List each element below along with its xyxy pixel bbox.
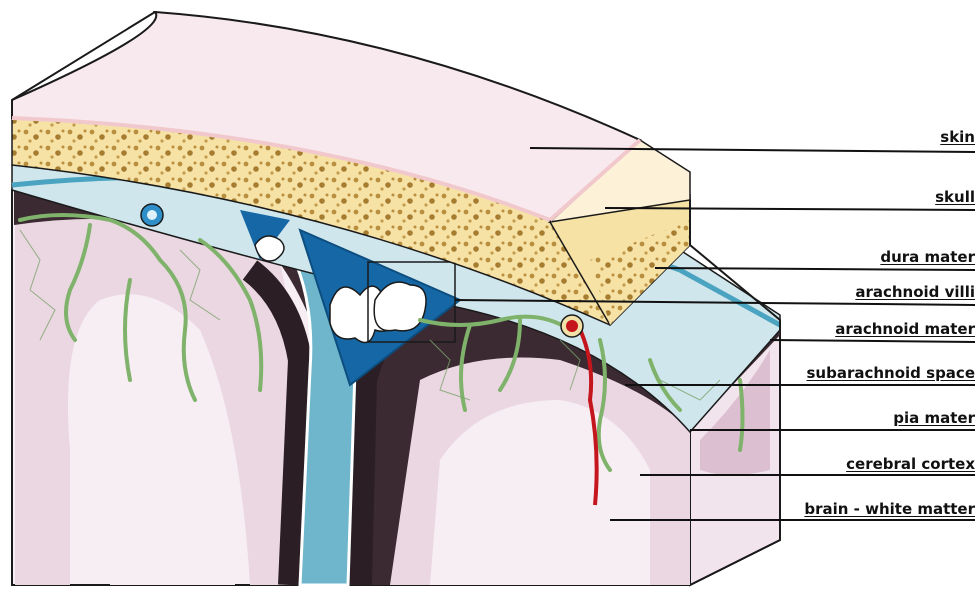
label-pia-mater: pia mater (893, 409, 975, 427)
label-arachnoid-villi: arachnoid villi (855, 283, 975, 301)
label-cerebral-cortex: cerebral cortex (846, 455, 975, 473)
label-skull: skull (935, 188, 975, 206)
label-subarachnoid-space: subarachnoid space (807, 364, 976, 382)
label-dura-mater: dura mater (880, 248, 975, 266)
label-skin: skin (940, 128, 975, 146)
label-white-matter: brain - white matter (804, 500, 975, 518)
label-arachnoid-mater: arachnoid mater (835, 320, 975, 338)
